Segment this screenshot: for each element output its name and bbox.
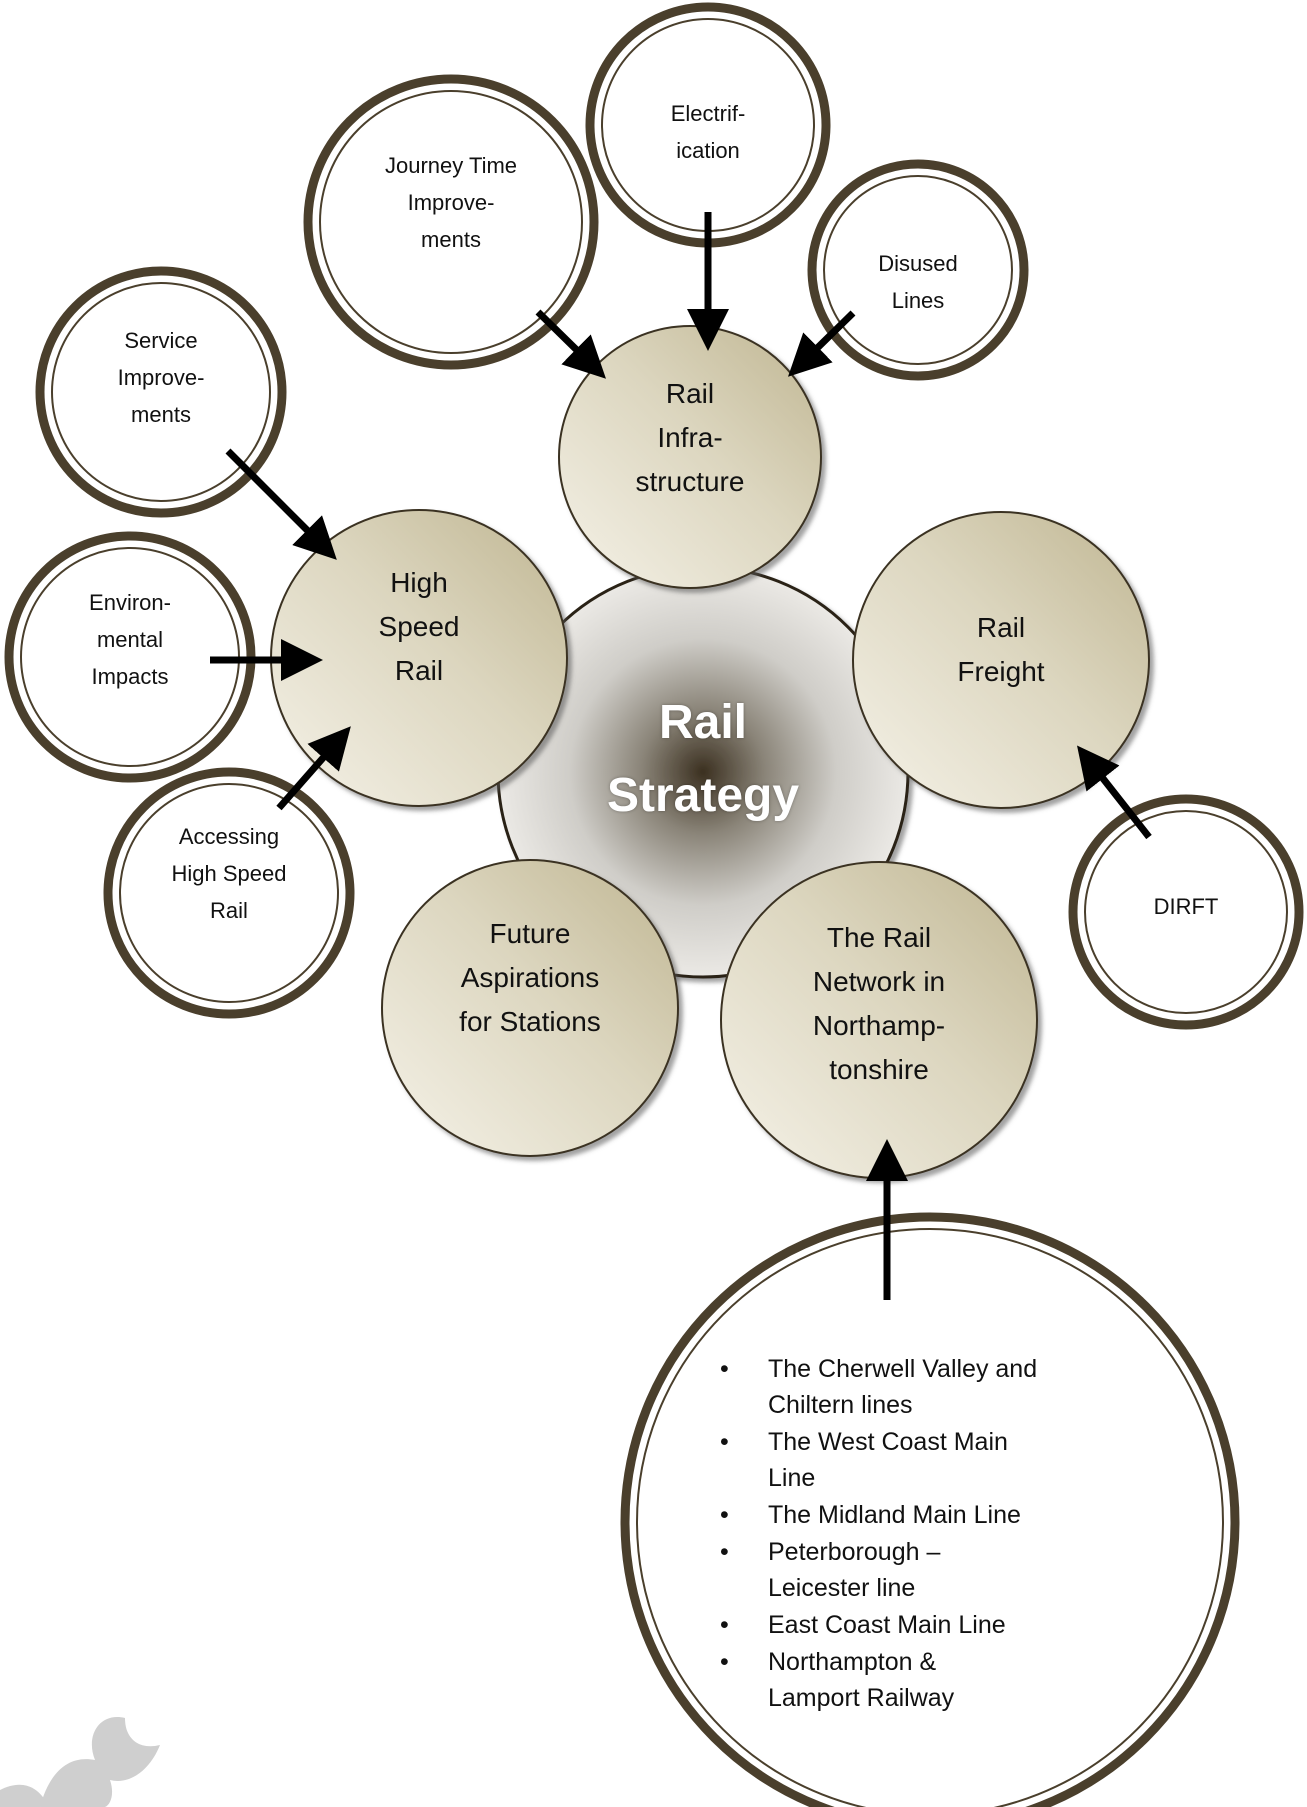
label-line: Rail bbox=[665, 378, 715, 409]
center-label: Rail Strategy bbox=[563, 686, 843, 832]
arrow-journey-time bbox=[535, 309, 606, 379]
list-item: • The Midland Main Line bbox=[712, 1497, 1082, 1533]
dirft-ring bbox=[1068, 794, 1304, 1030]
rail-freight-label: Rail Freight bbox=[901, 606, 1101, 694]
bullet-icon: • bbox=[720, 1501, 729, 1529]
electrification-ring bbox=[585, 2, 831, 248]
list-item: • The Cherwell Valley and Chiltern lines bbox=[712, 1351, 1082, 1423]
accessing-hsr-ring bbox=[103, 767, 355, 1019]
label-line: Network in bbox=[812, 966, 946, 997]
future-aspirations-node bbox=[381, 859, 679, 1157]
list-item: • East Coast Main Line bbox=[712, 1607, 1082, 1643]
label-line: Service bbox=[124, 328, 198, 353]
journey-time-label: Journey Time Improve- ments bbox=[351, 147, 551, 258]
future-aspirations-label: Future Aspirations for Stations bbox=[420, 912, 640, 1044]
label-line: The Rail bbox=[826, 922, 932, 953]
list-item-line: Line bbox=[768, 1464, 816, 1492]
rail-network-list-ring bbox=[620, 1212, 1240, 1807]
label-line: mental bbox=[96, 627, 164, 652]
label-line: High Speed bbox=[171, 861, 287, 886]
label-line: Rail bbox=[976, 612, 1026, 643]
rail-freight-node bbox=[852, 511, 1150, 809]
arrow-disused-lines bbox=[788, 310, 856, 377]
bullet-icon: • bbox=[720, 1355, 729, 1383]
label-line: Infra- bbox=[657, 422, 723, 453]
arrows bbox=[210, 212, 1152, 1300]
label-line: Rail bbox=[394, 655, 444, 686]
sub-node-rings bbox=[4, 2, 1304, 1807]
high-speed-rail-label: High Speed Rail bbox=[319, 561, 519, 693]
electrification-label: Electrif- ication bbox=[618, 95, 798, 169]
label-line: Improve- bbox=[117, 365, 205, 390]
label-line: Environ- bbox=[89, 590, 171, 615]
main-nodes bbox=[270, 325, 1150, 1179]
label-line: Lines bbox=[891, 288, 945, 313]
center-line-2: Strategy bbox=[606, 769, 800, 822]
bullet-icon: • bbox=[720, 1538, 729, 1566]
arrow-dirft bbox=[1077, 745, 1152, 840]
rail-network-list: • The Cherwell Valley and Chiltern lines… bbox=[712, 1351, 1082, 1717]
list-item: • The West Coast Main Line bbox=[712, 1424, 1082, 1496]
label-line: Rail bbox=[210, 898, 248, 923]
label-line: Electrif- bbox=[670, 101, 746, 126]
dirft-label: DIRFT bbox=[1106, 888, 1266, 925]
label-line: Accessing bbox=[178, 824, 280, 849]
label-line: ments bbox=[131, 402, 191, 427]
label-line: DIRFT bbox=[1153, 894, 1219, 919]
list-item-line: Leicester line bbox=[768, 1574, 916, 1602]
bullet-icon: • bbox=[720, 1428, 729, 1456]
list-item-line: The Midland Main Line bbox=[768, 1501, 1021, 1529]
list-item-line: Lamport Railway bbox=[768, 1684, 955, 1712]
list-item-line: Chiltern lines bbox=[768, 1391, 913, 1419]
label-line: tonshire bbox=[829, 1054, 929, 1085]
rail-infrastructure-label: Rail Infra- structure bbox=[590, 372, 790, 504]
label-line: Northamp- bbox=[812, 1010, 946, 1041]
label-line: ication bbox=[676, 138, 740, 163]
bullet-icon: • bbox=[720, 1648, 729, 1676]
label-line: Future bbox=[489, 918, 571, 949]
label-line: Disused bbox=[878, 251, 958, 276]
label-line: for Stations bbox=[459, 1006, 601, 1037]
rail-network-label: The Rail Network in Northamp- tonshire bbox=[769, 916, 989, 1092]
label-line: Aspirations bbox=[460, 962, 600, 993]
accessing-hsr-label: Accessing High Speed Rail bbox=[139, 818, 319, 929]
label-line: structure bbox=[635, 466, 745, 497]
list-item-line: The Cherwell Valley and bbox=[768, 1355, 1038, 1383]
service-improvements-label: Service Improve- ments bbox=[71, 322, 251, 433]
leaf-watermark-icon bbox=[0, 1717, 160, 1807]
list-item-line: The West Coast Main bbox=[768, 1428, 1008, 1456]
center-line-1: Rail bbox=[658, 696, 748, 749]
journey-time-ring bbox=[303, 74, 599, 370]
label-line: Improve- bbox=[407, 190, 495, 215]
disused-lines-ring bbox=[807, 159, 1029, 381]
disused-lines-label: Disused Lines bbox=[843, 245, 993, 319]
environmental-impacts-ring bbox=[4, 531, 256, 783]
environmental-impacts-label: Environ- mental Impacts bbox=[40, 584, 220, 695]
label-line: High bbox=[390, 567, 448, 598]
label-line: Freight bbox=[957, 656, 1045, 687]
label-line: Journey Time bbox=[384, 153, 518, 178]
bullet-icon: • bbox=[720, 1611, 729, 1639]
arrow-accessing-hsr bbox=[276, 726, 351, 811]
list-item: • Northampton & Lamport Railway bbox=[712, 1644, 1082, 1716]
label-line: Speed bbox=[378, 611, 460, 642]
list-item: • Peterborough – Leicester line bbox=[712, 1534, 1082, 1606]
list-item-line: Peterborough – bbox=[768, 1538, 941, 1566]
list-item-line: East Coast Main Line bbox=[768, 1611, 1006, 1639]
list-item-line: Northampton & bbox=[768, 1648, 937, 1676]
service-improvements-ring bbox=[35, 266, 287, 518]
label-line: Impacts bbox=[91, 664, 169, 689]
arrow-service-improvements bbox=[225, 448, 337, 560]
label-line: ments bbox=[421, 227, 481, 252]
